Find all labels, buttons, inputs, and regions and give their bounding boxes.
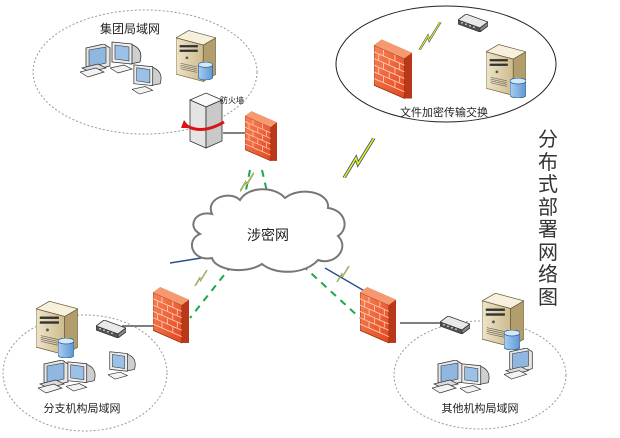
zone-label-other-lan: 其他机构局域网 xyxy=(442,401,519,415)
database-icon xyxy=(504,330,520,350)
monitor-icon xyxy=(460,363,490,394)
zone-branch-lan xyxy=(2,314,168,432)
link-left xyxy=(189,264,233,319)
firewall-icon-left xyxy=(153,286,189,344)
pc-icon xyxy=(504,348,533,380)
firewall-label: 防火墙 xyxy=(220,95,244,105)
cloud-classified-network xyxy=(190,188,346,273)
monitor-icon xyxy=(108,351,136,380)
zone-label-group-lan: 集团局域网 xyxy=(100,21,160,36)
database-icon xyxy=(198,62,213,80)
cloud-label: 涉密网 xyxy=(247,227,289,244)
pc-icon xyxy=(38,360,69,394)
zone-label-file-exchange: 文件加密传输交换 xyxy=(400,105,488,119)
database-icon xyxy=(58,338,74,358)
zone-label-branch-lan: 分支机构局域网 xyxy=(44,401,121,415)
monitor-icon xyxy=(132,64,162,95)
wireless-icon xyxy=(344,138,374,178)
diagram-title: 分布式部署网络图 xyxy=(538,127,558,309)
firewall-icon-top xyxy=(245,110,277,162)
firewall-icon-right xyxy=(360,286,396,344)
switch-icon xyxy=(458,14,488,32)
zone-other-lan xyxy=(393,320,567,430)
link-right xyxy=(301,264,361,319)
pc-icon xyxy=(432,360,463,394)
pc-icon xyxy=(80,44,111,78)
firewall-icon-exchange xyxy=(374,39,412,99)
monitor-icon xyxy=(66,361,96,392)
zone-file-exchange xyxy=(335,5,557,123)
database-icon xyxy=(510,78,526,98)
switch-icon xyxy=(96,320,126,338)
zone-group-lan xyxy=(32,9,258,135)
router-icon xyxy=(181,92,225,149)
switch-icon xyxy=(440,316,470,334)
wireless-icon xyxy=(418,22,442,50)
wireless-icon xyxy=(335,266,351,282)
wireless-icon xyxy=(193,270,209,286)
